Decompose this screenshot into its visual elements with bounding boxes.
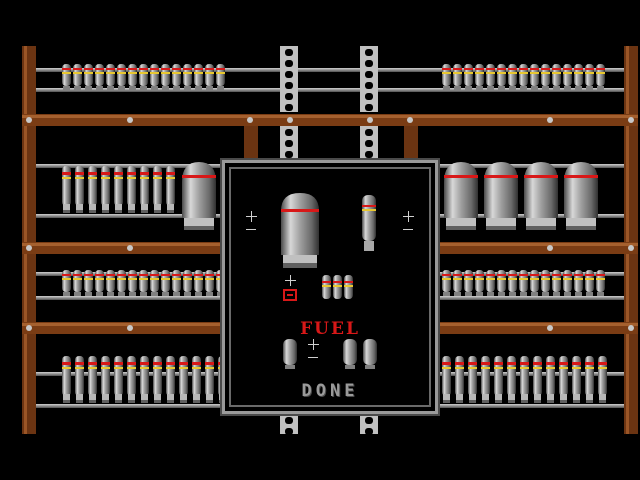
selection-cursor-icon[interactable]: [283, 289, 297, 301]
fuel-slot-right-icon[interactable]: [343, 339, 377, 369]
dash-marker: [308, 357, 318, 358]
dash-marker: [246, 229, 256, 230]
fuel-label: FUEL: [300, 319, 360, 339]
sparkle-icon: [308, 339, 319, 350]
panel-inner-frame: [229, 167, 431, 407]
fuel-canister-small-icon[interactable]: [362, 195, 376, 251]
fuel-slot-left-icon[interactable]: [283, 339, 297, 369]
sparkle-icon: [403, 211, 414, 222]
fuel-canister-group-icon[interactable]: [322, 275, 353, 299]
sparkle-icon: [246, 211, 257, 222]
fuel-canister-large-icon[interactable]: [281, 193, 319, 268]
fuel-selection-panel: FUEL DONE: [220, 158, 440, 416]
done-button[interactable]: DONE: [301, 381, 359, 401]
panel-items: [281, 193, 377, 369]
sparkle-icon: [285, 275, 296, 286]
dash-marker: [403, 229, 413, 230]
